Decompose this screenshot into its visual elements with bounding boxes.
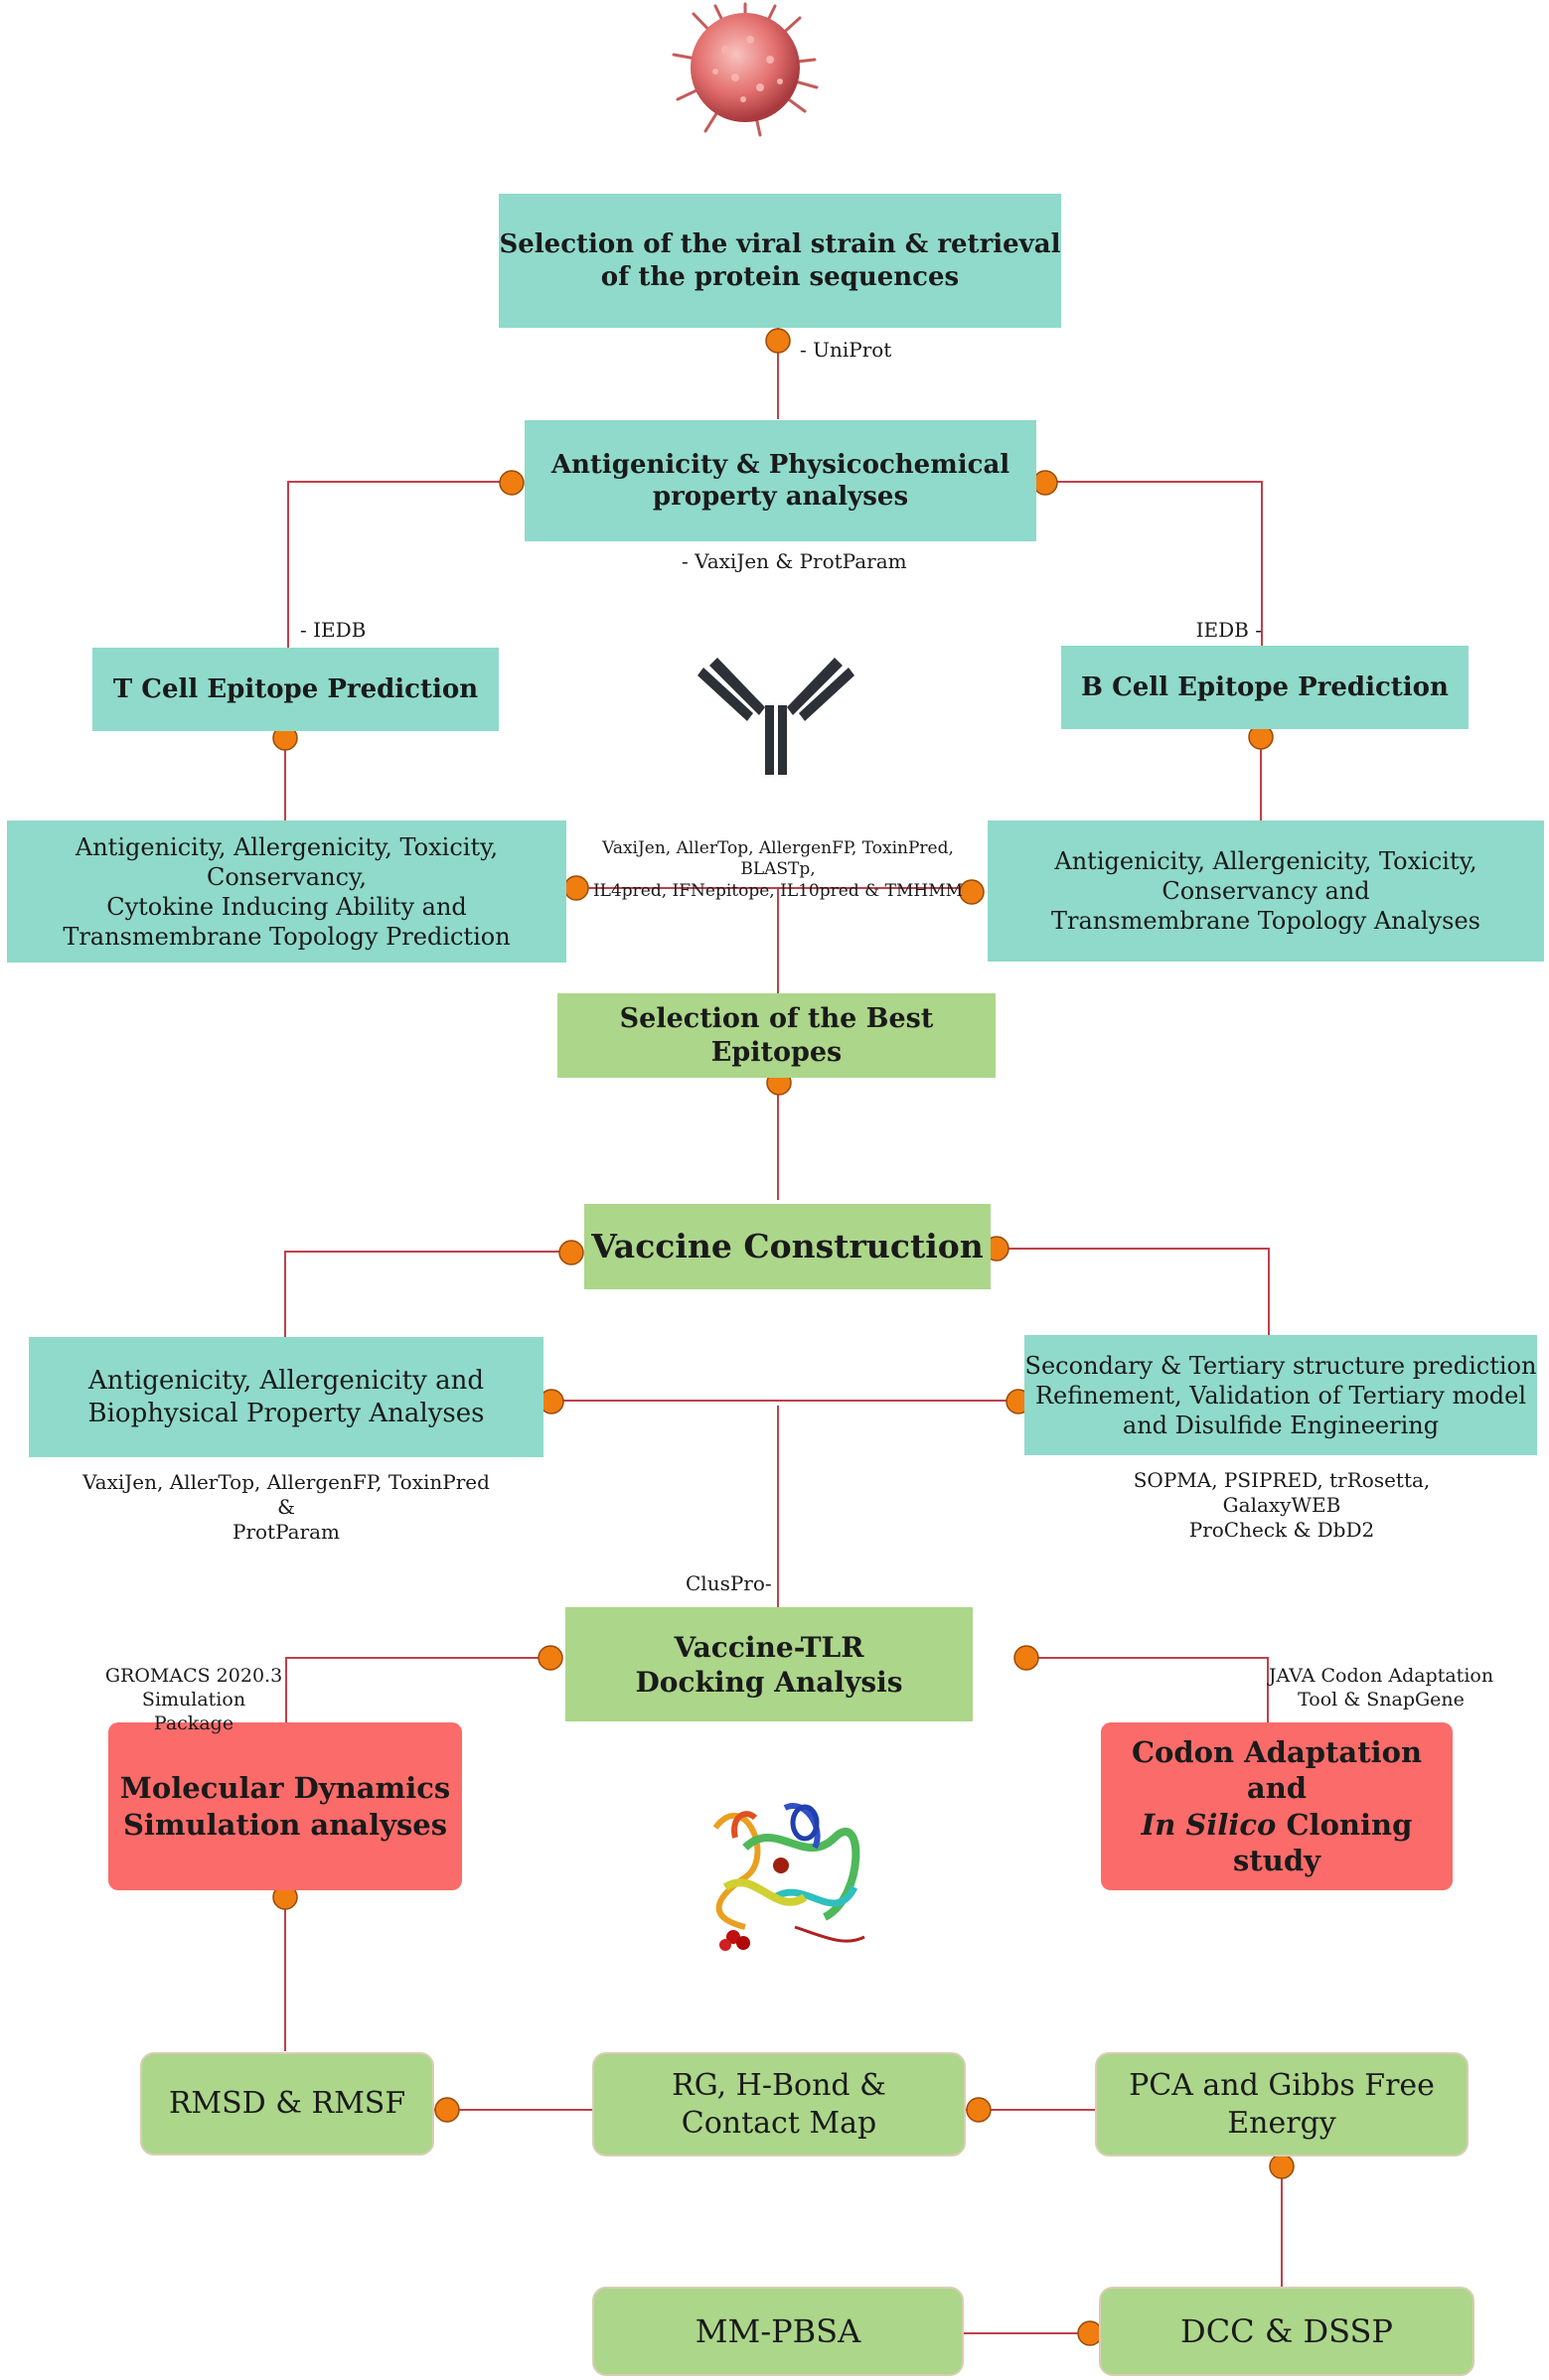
- tool-label-construct-tools: VaxiJen, AllerTop, AllergenFP, ToxinPred…: [82, 1470, 490, 1544]
- in-silico-italic: In Silico: [1141, 1807, 1277, 1842]
- node-biophysical-analyses: Antigenicity, Allergenicity and Biophysi…: [29, 1337, 543, 1457]
- connector-dot: [1032, 470, 1058, 496]
- connector-dot: [966, 2097, 992, 2123]
- connector-dot: [1269, 2154, 1295, 2179]
- tool-label-cluspro: ClusPro-: [686, 1571, 772, 1595]
- node-mm-pbsa: MM-PBSA: [592, 2287, 964, 2376]
- node-bcell-analyses: Antigenicity, Allergenicity, Toxicity, C…: [988, 820, 1544, 962]
- node-antigenicity-physicochemical: Antigenicity & Physicochemical property …: [525, 420, 1036, 541]
- virus-icon: [672, 2, 819, 137]
- tool-label-uniprot: - UniProt: [800, 338, 892, 362]
- node-codon-adaptation: Codon Adaptation and In Silico Cloning s…: [1101, 1722, 1453, 1890]
- node-sequence-retrieval: Selection of the viral strain & retrieva…: [499, 194, 1061, 328]
- connector-dot: [434, 2097, 460, 2123]
- node-vaccine-construction: Vaccine Construction: [584, 1204, 991, 1289]
- codon-line-1: Codon Adaptation and: [1131, 1735, 1423, 1806]
- codon-line-2-rest: Cloning study: [1233, 1807, 1413, 1877]
- codon-line-2: In Silico Cloning study: [1101, 1807, 1453, 1879]
- protein-structure-icon: [712, 1803, 865, 1951]
- connector-dot: [499, 470, 525, 496]
- node-dcc-dssp: DCC & DSSP: [1099, 2287, 1474, 2376]
- tool-label-epitope-tools: VaxiJen, AllerTop, AllergenFP, ToxinPred…: [592, 838, 964, 901]
- tool-label-vaxijen-protparam: - VaxiJen & ProtParam: [682, 549, 907, 573]
- node-rmsd-rmsf: RMSD & RMSF: [140, 2052, 434, 2156]
- node-tcell-analyses: Antigenicity, Allergenicity, Toxicity, C…: [7, 820, 566, 963]
- connector-dot: [538, 1645, 563, 1671]
- tool-label-iedb-right: IEDB -: [1195, 618, 1262, 642]
- node-structure-prediction: Secondary & Tertiary structure predictio…: [1024, 1335, 1537, 1455]
- tool-label-gromacs: GROMACS 2020.3 Simulation Package: [104, 1665, 283, 1734]
- connector-dot: [959, 879, 985, 905]
- tool-label-iedb-left: - IEDB: [300, 618, 367, 642]
- tool-label-structure-tools: SOPMA, PSIPRED, trRosetta, GalaxyWEB Pro…: [1133, 1468, 1431, 1542]
- node-vaccine-tlr-docking: Vaccine-TLR Docking Analysis: [565, 1607, 973, 1721]
- node-molecular-dynamics: Molecular Dynamics Simulation analyses: [108, 1722, 462, 1890]
- tool-label-java-snapgene: JAVA Codon Adaptation Tool & SnapGene: [1268, 1665, 1494, 1711]
- node-best-epitopes: Selection of the Best Epitopes: [557, 993, 996, 1078]
- connector-dot: [765, 328, 791, 354]
- connector-dot: [1013, 1645, 1039, 1671]
- node-pca-gibbs: PCA and Gibbs Free Energy: [1095, 2052, 1469, 2157]
- node-tcell-epitope-prediction: T Cell Epitope Prediction: [92, 648, 499, 731]
- antibody-icon: [697, 658, 854, 775]
- node-bcell-epitope-prediction: B Cell Epitope Prediction: [1061, 646, 1469, 729]
- connector-dot: [558, 1240, 584, 1265]
- node-rg-hbond-contact: RG, H-Bond & Contact Map: [592, 2052, 966, 2157]
